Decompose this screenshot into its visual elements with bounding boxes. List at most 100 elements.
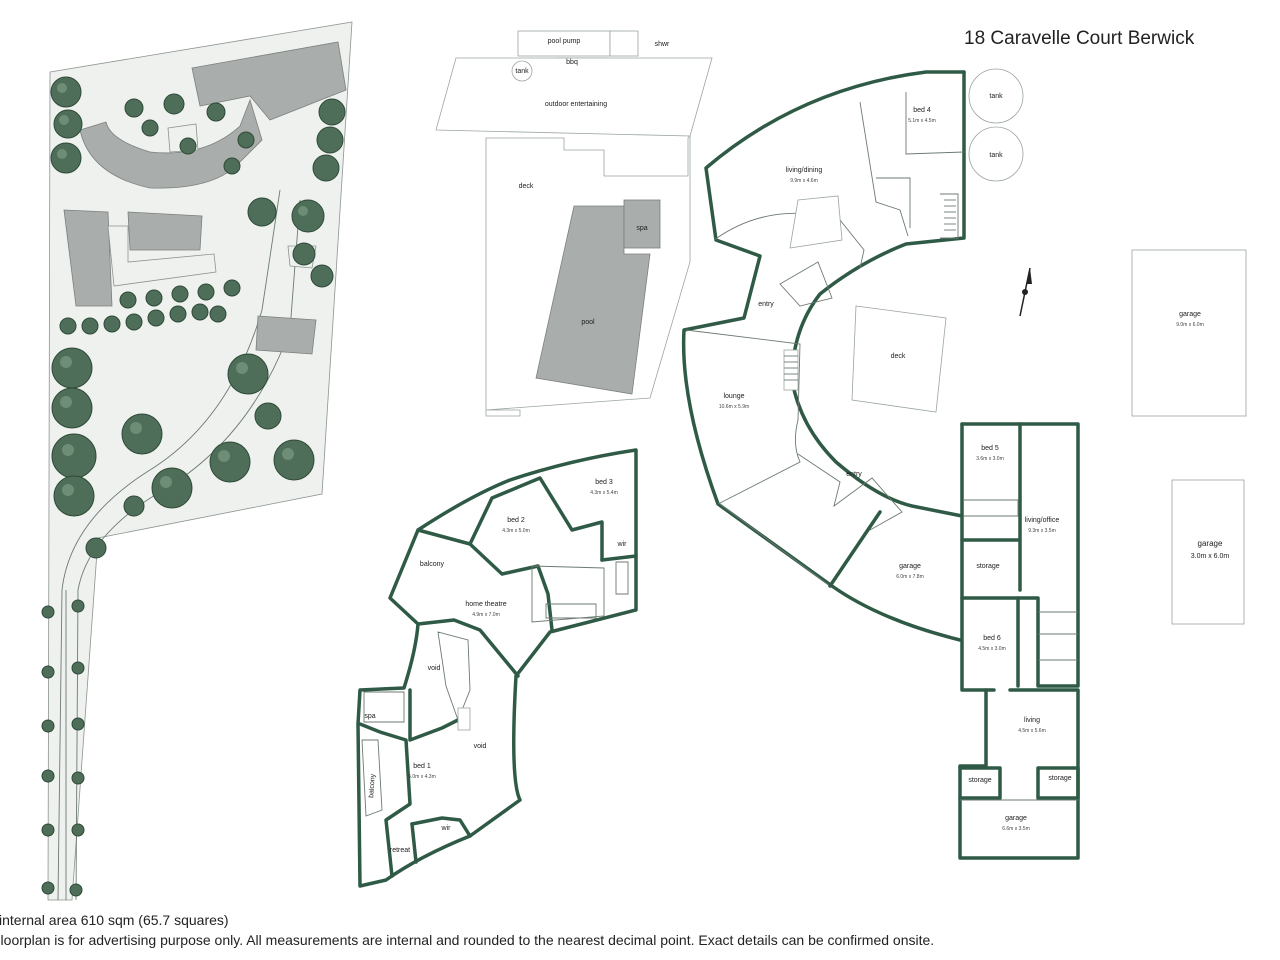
east-wing <box>958 422 1080 860</box>
dim-bed4: 5.1m x 4.5m <box>908 118 936 124</box>
label-bed4: bed 4 <box>913 107 931 114</box>
tree-icon <box>71 599 85 613</box>
outdoor-area <box>435 30 713 417</box>
property-address-title: 18 Caravelle Court Berwick <box>964 28 1195 49</box>
label-void-1: void <box>428 665 441 672</box>
tree-icon <box>169 305 187 323</box>
label-bed3: bed 3 <box>595 479 613 486</box>
dim-bed1: 5.0m x 4.3m <box>408 774 436 780</box>
label-tank-2: tank <box>989 152 1003 159</box>
label-shwr: shwr <box>655 41 670 48</box>
tree-icon <box>41 719 55 733</box>
dim-living-office: 9.3m x 3.5m <box>1028 528 1056 534</box>
dim-bed6: 4.5m x 3.0m <box>978 646 1006 652</box>
label-deck-right: deck <box>891 353 906 360</box>
label-living-dining: living/dining <box>786 167 823 174</box>
tree-icon <box>85 537 107 559</box>
tree-icon <box>273 439 315 481</box>
tree-icon <box>141 119 159 137</box>
dim-lounge: 10.6m x 5.9m <box>719 404 749 410</box>
tree-icon <box>227 353 269 395</box>
tree-icon <box>209 305 227 323</box>
tree-icon <box>41 665 55 679</box>
label-storage-1: storage <box>976 563 999 570</box>
label-balcony-1: balcony <box>420 561 445 568</box>
shed-roof <box>255 315 317 355</box>
label-bed6: bed 6 <box>983 635 1001 642</box>
tree-icon <box>209 441 251 483</box>
tree-icon <box>50 142 82 174</box>
tree-icon <box>197 283 215 301</box>
label-garage-bottom: garage <box>1005 815 1027 822</box>
dim-living: 4.5m x 5.6m <box>1018 728 1046 734</box>
tree-icon <box>41 823 55 837</box>
label-pool: pool <box>581 319 595 326</box>
tree-icon <box>50 76 82 108</box>
label-garage-right: garage <box>1198 539 1223 548</box>
tree-icon <box>145 289 163 307</box>
tree-icon <box>41 605 55 619</box>
building-roof <box>127 211 203 251</box>
tree-icon <box>103 315 121 333</box>
courtyard <box>107 225 217 287</box>
label-storage-3: storage <box>1048 775 1071 782</box>
inner-wall <box>790 70 966 518</box>
disclaimer-note: Floorplan is for advertising purpose onl… <box>0 932 935 948</box>
label-spa-2: spa <box>364 713 375 720</box>
garage-right <box>1171 479 1245 625</box>
deck-right <box>851 305 947 413</box>
tree-icon <box>59 317 77 335</box>
tree-icon <box>71 717 85 731</box>
dim-garage-top-right: 9.0m x 6.0m <box>1176 322 1204 328</box>
tank-2 <box>968 126 1024 182</box>
tree-icon <box>124 98 144 118</box>
tree-icon <box>310 264 334 288</box>
label-deck-left: deck <box>519 183 534 190</box>
tree-icon <box>223 279 241 297</box>
label-outdoor-entertaining: outdoor entertaining <box>545 101 607 108</box>
outdoor-entertaining-area <box>435 57 713 137</box>
garage-top-right <box>1131 249 1247 417</box>
tree-icon <box>291 199 325 233</box>
label-garage-top-right: garage <box>1179 311 1201 318</box>
label-spa: spa <box>636 225 647 232</box>
tree-icon <box>151 467 193 509</box>
label-tank-1: tank <box>989 93 1003 100</box>
label-wir-2: wir <box>441 825 452 832</box>
dim-bed5: 3.6m x 3.0m <box>976 456 1004 462</box>
trees <box>41 76 346 897</box>
tree-icon <box>237 131 255 149</box>
tree-icon <box>247 197 277 227</box>
tree-icon <box>223 157 241 175</box>
label-tank-small: tank <box>515 68 529 75</box>
label-entry-mid: entry <box>846 471 862 478</box>
house-roof <box>191 41 347 121</box>
north-arrow-icon <box>1019 267 1032 317</box>
spa <box>623 199 661 249</box>
label-home-theatre: home theatre <box>465 601 506 608</box>
dim-home-theatre: 4.9m x 7.0m <box>472 612 500 618</box>
building-roof <box>63 209 113 307</box>
main-house <box>681 70 966 642</box>
southwest-wing <box>356 448 638 888</box>
label-living: living <box>1024 717 1040 724</box>
label-garage-mid: garage <box>899 563 921 570</box>
tree-icon <box>191 303 209 321</box>
label-living-office: living/office <box>1025 517 1060 524</box>
label-wir-1: wir <box>617 541 628 548</box>
tree-icon <box>53 475 95 517</box>
tree-icon <box>163 93 185 115</box>
tree-icon <box>316 126 344 154</box>
label-pool-pump: pool pump <box>548 38 581 45</box>
label-retreat: retreat <box>390 847 410 854</box>
tree-icon <box>119 291 137 309</box>
tank-1 <box>968 68 1024 124</box>
label-void-2: void <box>474 743 487 750</box>
label-storage-2: storage <box>968 777 991 784</box>
tree-icon <box>81 317 99 335</box>
tanks <box>968 68 1024 182</box>
outer-wall <box>681 70 966 642</box>
dim-garage-right: 3.0m x 6.0m <box>1191 553 1230 560</box>
label-bed1: bed 1 <box>413 763 431 770</box>
